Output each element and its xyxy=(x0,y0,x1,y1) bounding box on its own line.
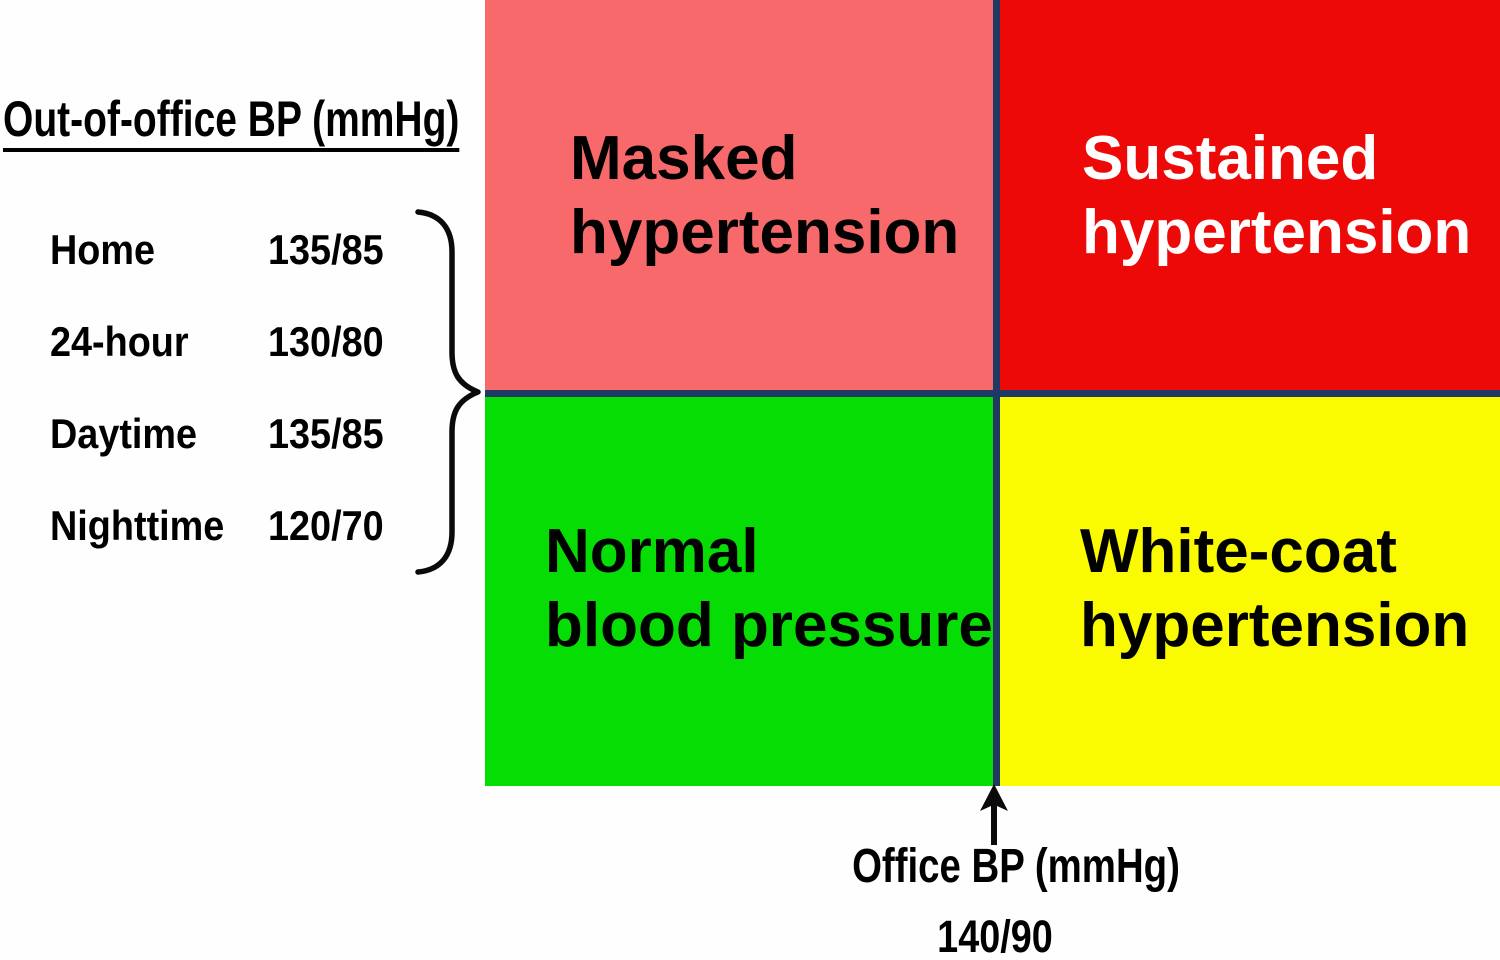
quadrant-label: Sustained hypertension xyxy=(1082,124,1472,267)
bp-row-24-hour: 24-hour 130/80 xyxy=(0,318,480,366)
bp-row-label: 24-hour xyxy=(50,318,189,365)
office-bp-axis-label: Office BP (mmHg) xyxy=(852,840,1180,893)
bp-row-label: Nighttime xyxy=(50,502,225,549)
out-of-office-title: Out-of-office BP (mmHg) xyxy=(3,90,460,152)
quadrant-label: White-coat hypertension xyxy=(1080,517,1470,660)
bp-row-value: 120/70 xyxy=(268,502,384,549)
quadrant-label: Normal blood pressure xyxy=(545,517,993,660)
bp-row-value: 135/85 xyxy=(268,410,384,457)
curly-brace-icon xyxy=(415,209,481,575)
bp-row-label: Home xyxy=(50,226,156,273)
quadrant-normal-blood-pressure: Normal blood pressure xyxy=(485,397,993,786)
bp-row-value: 135/85 xyxy=(268,226,384,273)
quadrant-masked-hypertension: Masked hypertension xyxy=(485,0,993,390)
quadrant-sustained-hypertension: Sustained hypertension xyxy=(1000,0,1500,390)
bp-row-value: 130/80 xyxy=(268,318,384,365)
up-arrow-icon xyxy=(980,784,1008,845)
bp-row-daytime: Daytime 135/85 xyxy=(0,410,480,458)
bp-row-nighttime: Nighttime 120/70 xyxy=(0,502,480,550)
quadrant-grid: Masked hypertension Sustained hypertensi… xyxy=(485,0,1500,786)
office-bp-threshold-value: 140/90 xyxy=(937,911,1053,960)
bp-row-home: Home 135/85 xyxy=(0,226,480,274)
bp-row-label: Daytime xyxy=(50,410,198,457)
quadrant-white-coat-hypertension: White-coat hypertension xyxy=(1000,397,1500,786)
quadrant-label: Masked hypertension xyxy=(570,124,960,267)
